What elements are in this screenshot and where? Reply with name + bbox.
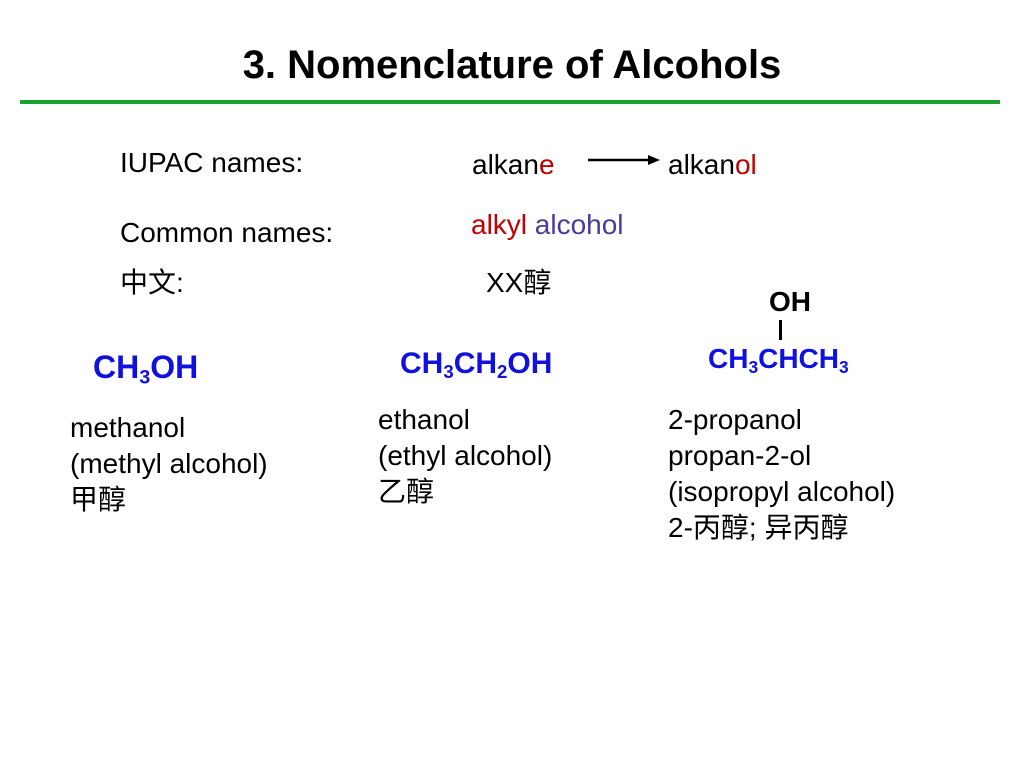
name-line: (ethyl alcohol): [378, 440, 553, 471]
iupac-to-stem: alkan: [668, 149, 735, 180]
page-title: 3. Nomenclature of Alcohols: [242, 43, 782, 87]
names-methanol: methanol (methyl alcohol) 甲醇: [70, 410, 268, 518]
formula-ethanol: CH3CH2OH: [400, 347, 553, 383]
formula-methanol: CH3OH: [93, 349, 199, 389]
name-line: 2-propanol: [668, 404, 802, 435]
hydroxyl-group-label: OH: [769, 286, 811, 317]
formula-2-propanol: CH3CHCH3: [708, 343, 849, 377]
name-line: methanol: [70, 412, 186, 443]
title-divider: [20, 100, 1000, 104]
common-label: Common names:: [120, 217, 334, 248]
chinese-label: 中文:: [120, 267, 184, 298]
iupac-to-suffix: ol: [734, 149, 757, 180]
names-2-propanol: 2-propanol propan-2-ol (isopropyl alcoho…: [668, 402, 895, 546]
name-line: 2-丙醇; 异丙醇: [668, 512, 849, 543]
iupac-from-stem: alkan: [472, 149, 539, 180]
name-line: (isopropyl alcohol): [668, 476, 896, 507]
name-line: ethanol: [378, 404, 470, 435]
common-alcohol: alcohol: [534, 209, 624, 240]
names-ethanol: ethanol (ethyl alcohol) 乙醇: [378, 402, 552, 510]
name-line: propan-2-ol: [668, 440, 812, 471]
iupac-to-term: alkanol: [668, 148, 757, 182]
name-line: (methyl alcohol): [70, 448, 268, 479]
single-bond-line: [779, 320, 782, 340]
common-alkyl: alkyl: [471, 209, 528, 240]
chinese-pattern: XX醇: [486, 267, 552, 298]
iupac-label: IUPAC names:: [120, 147, 304, 178]
common-pattern: alkyl alcohol: [471, 208, 624, 242]
name-line: 乙醇: [378, 476, 435, 507]
iupac-from-term: alkane: [472, 148, 555, 182]
iupac-from-suffix: e: [538, 149, 555, 180]
name-line: 甲醇: [70, 484, 127, 515]
right-arrow-icon: [588, 155, 660, 165]
